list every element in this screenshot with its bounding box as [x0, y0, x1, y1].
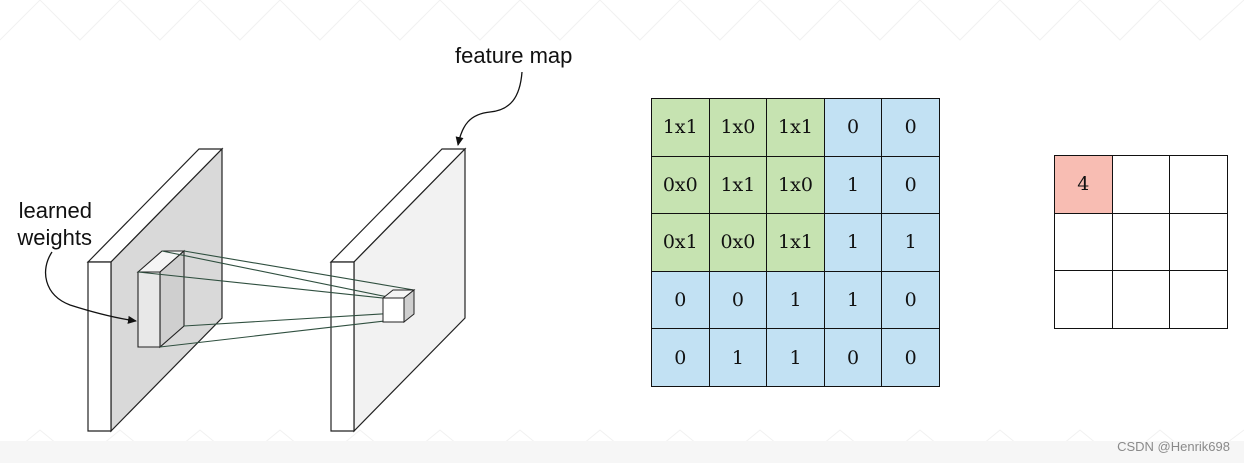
output-cell: [1170, 213, 1228, 271]
output-cell: [1112, 156, 1170, 214]
input-cell: 1: [824, 214, 883, 272]
input-cell: 1: [882, 214, 940, 272]
output-cell: [1170, 156, 1228, 214]
kernel-cell: 1x0: [767, 156, 825, 215]
learned-weights-label: learned weights: [4, 197, 92, 251]
kernel-cell: 0x0: [652, 156, 710, 215]
input-cell: 0: [652, 329, 710, 387]
output-cell: [1055, 271, 1113, 329]
feature-map-arrow: [455, 71, 523, 146]
watermark: CSDN @Henrik698: [1117, 439, 1230, 454]
input-cell: 0: [824, 329, 883, 387]
kernel-cell: 1x1: [652, 99, 710, 157]
input-cell: 1: [709, 329, 768, 387]
learned-weights-arrow: [44, 251, 137, 324]
output-matrix: 4: [1054, 155, 1228, 329]
output-cell-computed: 4: [1055, 156, 1113, 214]
output-cell: [1112, 213, 1170, 271]
input-cell: 0: [882, 99, 940, 157]
footer-bar: [0, 441, 1244, 463]
input-cell: 0: [882, 156, 940, 215]
kernel-cube: [136, 249, 186, 349]
learned-weights-line2: weights: [17, 225, 92, 250]
feature-map-label: feature map: [455, 43, 573, 68]
kernel-cell: 1x1: [709, 156, 768, 215]
input-cell: 1: [824, 271, 883, 330]
input-cell: 0: [882, 271, 940, 330]
input-cell: 0: [652, 271, 710, 330]
output-cell: [1055, 213, 1113, 271]
input-cell: 1: [767, 329, 825, 387]
kernel-cell: 0x0: [709, 214, 768, 272]
input-cell: 0: [882, 329, 940, 387]
kernel-cell: 1x0: [709, 99, 768, 157]
input-cell: 1: [824, 156, 883, 215]
kernel-cell: 1x1: [767, 214, 825, 272]
input-cell: 0: [824, 99, 883, 157]
projection-lines: [137, 250, 415, 348]
input-cell: 0: [709, 271, 768, 330]
output-cell: [1112, 271, 1170, 329]
input-cell: 1: [767, 271, 825, 330]
output-cube: [381, 288, 416, 324]
learned-weights-line1: learned: [18, 198, 92, 223]
output-cell: [1170, 271, 1228, 329]
kernel-cell: 1x1: [767, 99, 825, 157]
kernel-cell: 0x1: [652, 214, 710, 272]
